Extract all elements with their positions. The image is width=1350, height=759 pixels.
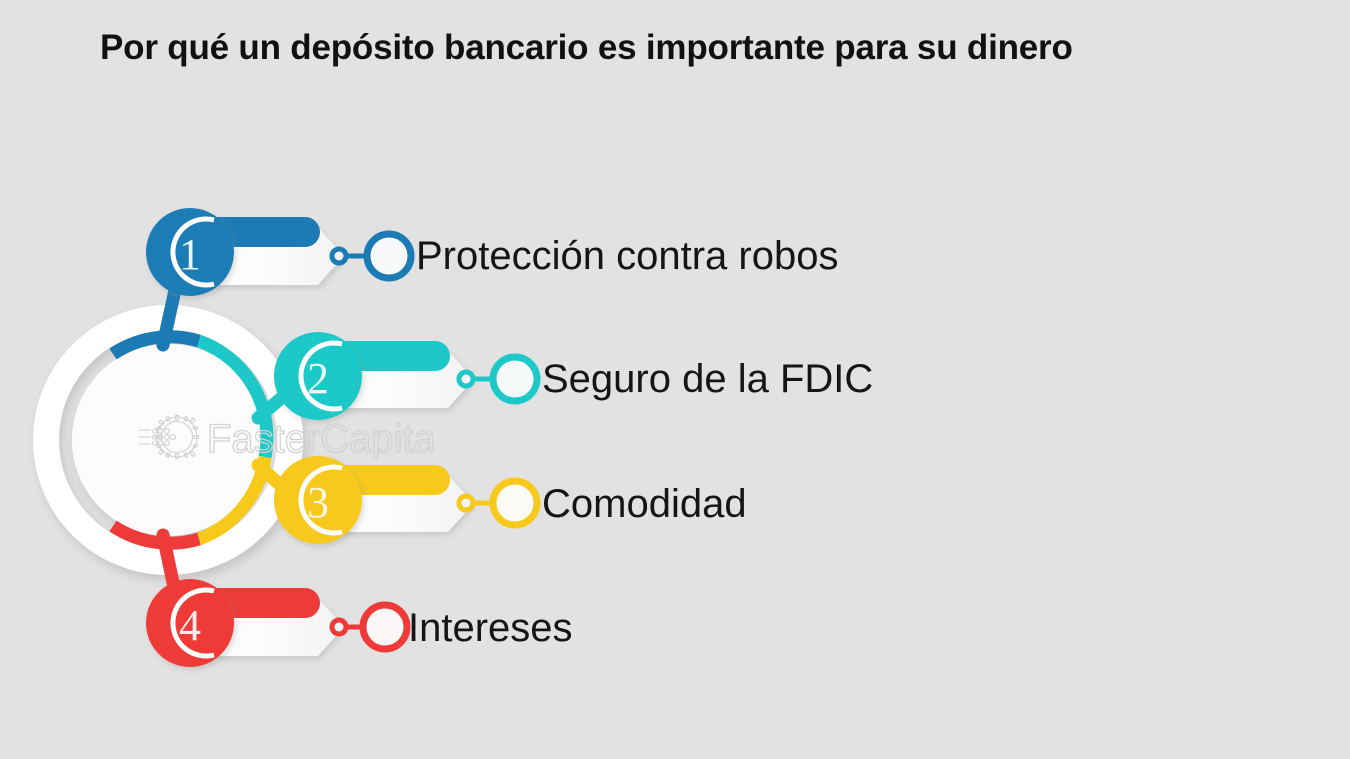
item-3-inner-ring	[298, 464, 343, 536]
hub-arc-4	[109, 520, 201, 550]
item-4-ring	[359, 601, 411, 653]
item-1-label: Protección contra robos	[416, 234, 839, 278]
item-2-connector-dot	[456, 369, 476, 389]
infographic-item-4[interactable]: 4	[146, 579, 411, 667]
item-3-label: Comodidad	[542, 482, 747, 526]
item-4-number: 4	[179, 601, 201, 650]
item-2-ring	[489, 353, 541, 405]
item-3-connector-dot	[456, 493, 476, 513]
hub-arc-1	[109, 330, 201, 360]
item-1-number: 1	[179, 230, 201, 279]
item-1-inner-ring	[170, 216, 215, 288]
item-2-inner-ring	[298, 340, 343, 412]
item-4-inner-ring	[170, 587, 215, 659]
infographic-item-2[interactable]: 2	[274, 332, 541, 420]
item-4-connector-dot	[329, 617, 349, 637]
item-3-circle	[274, 456, 362, 544]
item-1-connector-dot	[329, 246, 349, 266]
item-2-label: Seguro de la FDIC	[542, 357, 874, 401]
item-4-label: Intereses	[408, 606, 573, 650]
item-2-number: 2	[307, 354, 329, 403]
infographic-item-3[interactable]: 3	[274, 456, 541, 544]
item-1-ring	[363, 230, 415, 282]
item-4-circle	[146, 579, 234, 667]
infographic-item-1[interactable]: 1	[146, 208, 415, 296]
center-hub	[33, 305, 303, 575]
hub-arc-segments	[109, 330, 274, 550]
hub-arc-2	[196, 334, 274, 459]
page-title: Por qué un depósito bancario es importan…	[100, 28, 1073, 67]
item-1-circle	[146, 208, 234, 296]
item-3-number: 3	[307, 478, 329, 527]
item-2-circle	[274, 332, 362, 420]
item-3-ring	[489, 477, 541, 529]
stem-1	[156, 283, 182, 352]
